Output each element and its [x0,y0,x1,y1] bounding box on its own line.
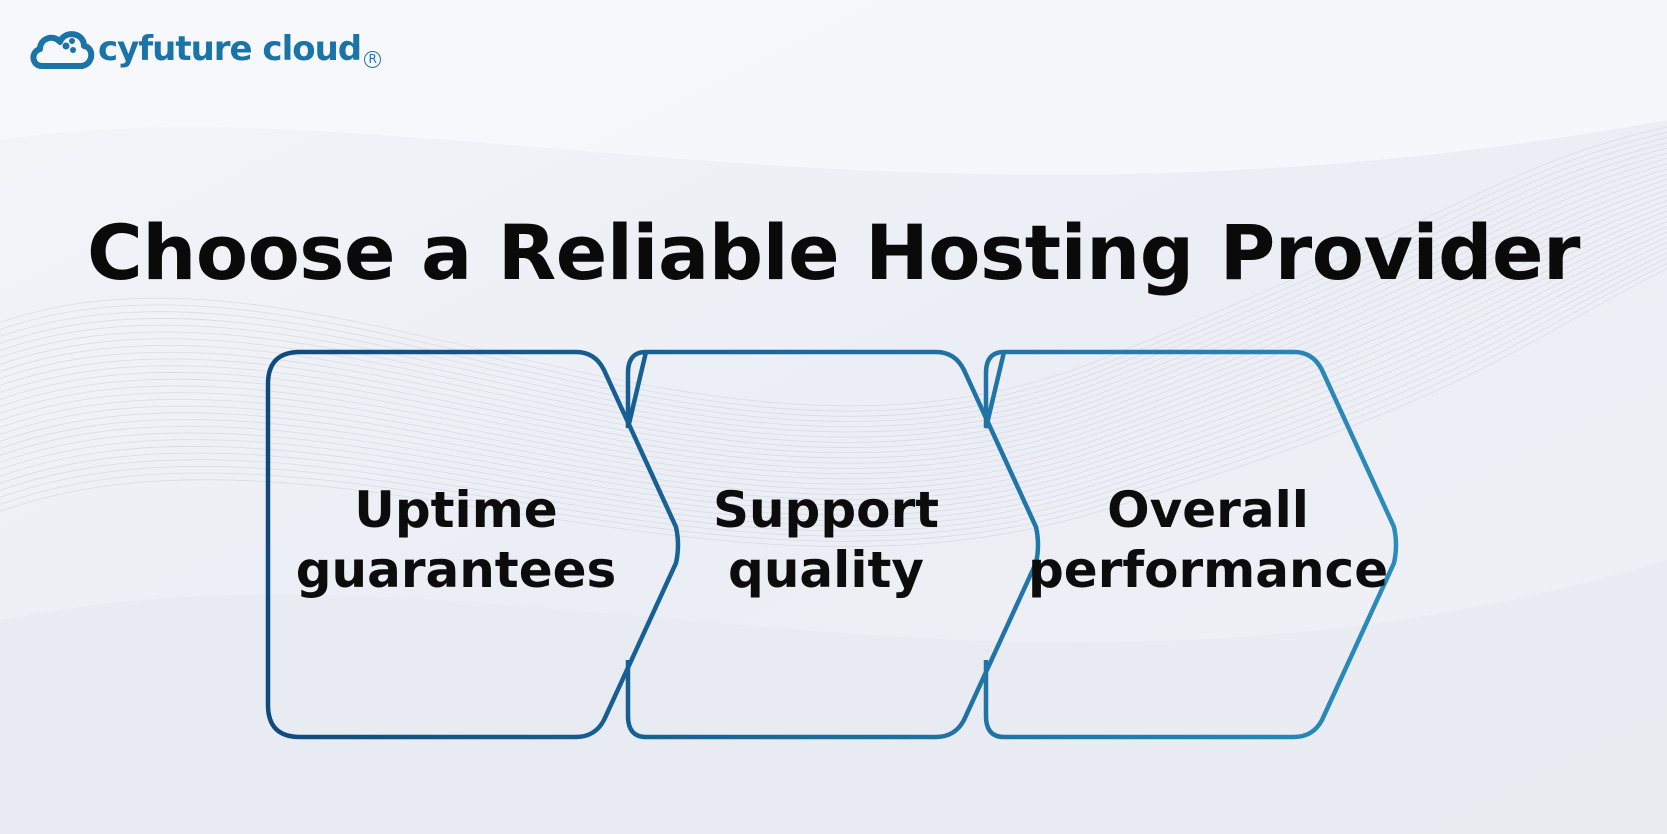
step-1-line-1: Uptime [354,481,558,539]
registered-mark: R [364,50,382,68]
step-3-line-1: Overall [1107,481,1309,539]
brand-logo[interactable]: cyfuture cloud R [28,22,382,76]
step-label-performance: Overall performance [1028,480,1388,600]
step-label-support: Support quality [646,480,1006,600]
step-shape-1 [265,349,681,740]
step-shape-3 [983,349,1399,740]
step-3-line-2: performance [1028,541,1389,599]
step-2-line-1: Support [712,481,940,539]
step-shape-2 [625,349,1041,740]
page-title: Choose a Reliable Hosting Provider [86,208,1581,297]
step-2-line-2: quality [728,541,924,599]
step-1-line-2: guarantees [295,541,617,599]
step-label-uptime: Uptime guarantees [276,480,636,600]
brand-name: cyfuture cloud [98,29,362,69]
cloud-icon [30,31,95,69]
